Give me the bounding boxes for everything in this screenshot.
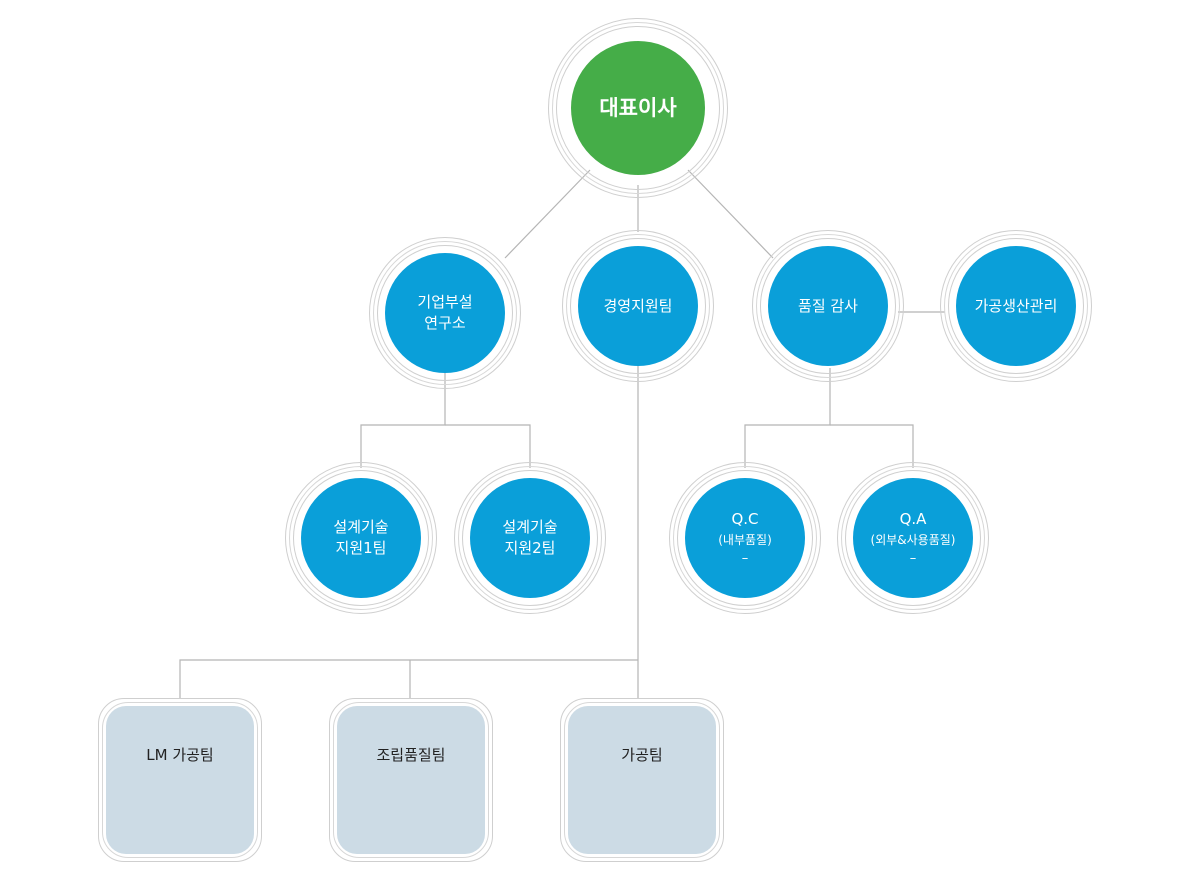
- design-team-1-label-line2: 지원1팀: [335, 539, 387, 557]
- connector-ceo-quality: [687, 169, 774, 259]
- processing-production-label: 가공생산관리: [974, 296, 1058, 315]
- design-team-2-node[interactable]: 설계기술 지원2팀: [454, 462, 606, 614]
- assembly-quality-team-label: 조립품질팀: [376, 745, 446, 764]
- processing-team-node[interactable]: 가공팀: [560, 698, 724, 862]
- connector-research-design-team-2: [445, 424, 531, 468]
- connector-management-lm: [179, 659, 638, 698]
- qc-label-line2: (내부품질): [718, 532, 772, 547]
- ceo-label: 대표이사: [599, 95, 677, 120]
- qc-node[interactable]: Q.C (내부품질) –: [669, 462, 821, 614]
- lm-team-node[interactable]: LM 가공팀: [98, 698, 262, 862]
- quality-audit-node[interactable]: 품질 감사: [752, 230, 904, 382]
- design-team-1-node[interactable]: 설계기술 지원1팀: [285, 462, 437, 614]
- management-support-node[interactable]: 경영지원팀: [562, 230, 714, 382]
- research-lab-node[interactable]: 기업부설 연구소: [369, 237, 521, 389]
- processing-team-label: 가공팀: [621, 745, 663, 764]
- research-lab-label-line2: 연구소: [424, 314, 466, 332]
- research-lab-label-line1: 기업부설: [417, 293, 473, 311]
- qc-label-line1: Q.C: [731, 509, 759, 528]
- qc-label-line3: –: [741, 550, 749, 566]
- assembly-quality-team-node[interactable]: 조립품질팀: [329, 698, 493, 862]
- connector-quality-qa: [830, 424, 914, 468]
- ceo-node[interactable]: 대표이사: [548, 18, 728, 198]
- connector-research-design-teams: [360, 368, 446, 468]
- qa-label-line3: –: [909, 550, 917, 566]
- quality-audit-label: 품질 감사: [798, 296, 858, 315]
- management-support-label: 경영지원팀: [603, 296, 673, 315]
- connector-ceo-research: [504, 169, 591, 259]
- qa-node[interactable]: Q.A (외부&사용품질) –: [837, 462, 989, 614]
- design-team-2-label-line1: 설계기술: [502, 518, 558, 536]
- qa-label-line1: Q.A: [899, 509, 927, 528]
- design-team-1-label-line1: 설계기술: [333, 518, 389, 536]
- processing-production-node[interactable]: 가공생산관리: [940, 230, 1092, 382]
- qa-label-line2: (외부&사용품질): [870, 532, 956, 547]
- connector-quality-qc: [744, 368, 831, 468]
- design-team-2-label-line2: 지원2팀: [504, 539, 556, 557]
- lm-team-label: LM 가공팀: [146, 745, 214, 764]
